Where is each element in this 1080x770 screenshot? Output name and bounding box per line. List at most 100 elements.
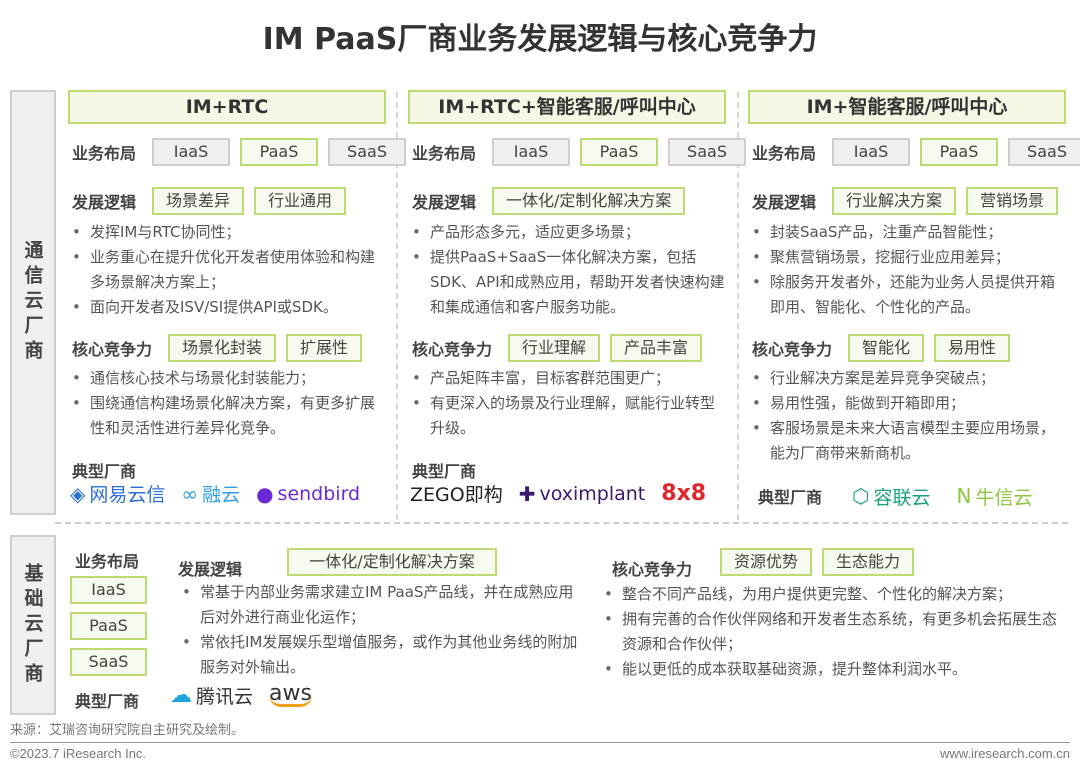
section-divider <box>55 522 1068 524</box>
column-divider <box>737 92 739 520</box>
vendors-label: 典型厂商 <box>758 488 823 507</box>
bullet-item: 有更深入的场景及行业理解，赋能行业转型升级。 <box>408 391 726 441</box>
column-header: IM+智能客服/呼叫中心 <box>748 90 1066 124</box>
logic-tag: 行业解决方案 <box>832 187 957 215</box>
bullet-item: 面向开发者及ISV/SI提供API或SDK。 <box>68 295 386 320</box>
layer-saas: SaaS <box>328 138 407 166</box>
layer-iaas: IaaS <box>70 576 147 604</box>
layer-saas: SaaS <box>668 138 747 166</box>
vendor-logo: ✚voximplant <box>518 481 646 506</box>
logo-icon: ∞ <box>181 481 199 506</box>
vendors-label: 典型厂商 <box>72 462 137 481</box>
core-tag: 行业理解 <box>508 334 601 362</box>
logic-points: 封装SaaS产品，注重产品智能性；聚焦营销场景，挖掘行业应用差异；除服务开发者外… <box>748 220 1066 320</box>
vendor-logo: ◈网易云信 <box>70 481 166 507</box>
layout-label: 业务布局 <box>72 144 137 163</box>
cloud-icon: ☁ <box>170 683 192 708</box>
core-label: 核心竞争力 <box>412 340 493 359</box>
bullet-item: 围绕通信构建场景化解决方案，有更多扩展性和灵活性进行差异化竞争。 <box>68 391 386 441</box>
column-header: IM+RTC <box>68 90 386 124</box>
layout-label: 业务布局 <box>412 144 477 163</box>
footer-copyright: ©2023.7 iResearch Inc. <box>10 746 147 761</box>
core-label: 核心竞争力 <box>612 560 693 579</box>
bullet-item: 除服务开发者外，还能为业务人员提供开箱即用、智能化、个性化的产品。 <box>748 270 1066 320</box>
vendor-logo: 8x8 <box>661 481 707 506</box>
layer-iaas: IaaS <box>832 138 911 166</box>
core-tag: 生态能力 <box>822 548 915 576</box>
layer-paas: PaaS <box>920 138 999 166</box>
column-header: IM+RTC+智能客服/呼叫中心 <box>408 90 726 124</box>
bullet-item: 拥有完善的合作伙伴网络和开发者生态系统，有更多机会拓展生态资源和合作伙伴； <box>600 607 1070 657</box>
bullet-item: 提供PaaS+SaaS一体化解决方案，包括SDK、API和成熟应用，帮助开发者快… <box>408 245 726 320</box>
core-points: 行业解决方案是差异竞争突破点；易用性强，能做到开箱即用；客服场景是未来大语言模型… <box>748 366 1066 466</box>
layer-paas: PaaS <box>70 612 147 640</box>
tencent-cloud-logo: ☁腾讯云 <box>170 683 254 708</box>
bottom-core-points: 整合不同产品线，为用户提供更完整、个性化的解决方案； 拥有完善的合作伙伴网络和开… <box>600 582 1070 682</box>
logo-icon: ◈ <box>70 481 86 506</box>
bottom-logic-points: 常基于内部业务需求建立IM PaaS产品线，并在成熟应用后对外进行商业化运作； … <box>178 580 588 680</box>
layer-saas: SaaS <box>70 648 147 676</box>
logic-tag: 行业通用 <box>254 187 347 215</box>
vendor-logos: ☁腾讯云 aws <box>170 682 312 709</box>
layer-paas: PaaS <box>580 138 659 166</box>
logic-tag: 一体化/定制化解决方案 <box>287 548 497 576</box>
bullet-item: 发挥IM与RTC协同性； <box>68 220 386 245</box>
aws-logo: aws <box>269 681 312 707</box>
vendor-logo: ⬡容联云 <box>852 484 931 509</box>
layer-saas: SaaS <box>1008 138 1080 166</box>
side-label-telecom-cloud: 通信云厂商 <box>10 90 56 515</box>
core-tag: 易用性 <box>934 334 1011 362</box>
core-tag: 扩展性 <box>286 334 363 362</box>
bullet-item: 产品形态多元，适应更多场景； <box>408 220 726 245</box>
layout-label: 业务布局 <box>75 552 140 571</box>
bullet-item: 业务重心在提升优化开发者使用体验和构建多场景解决方案上； <box>68 245 386 295</box>
core-tag: 产品丰富 <box>610 334 703 362</box>
bullet-item: 整合不同产品线，为用户提供更完整、个性化的解决方案； <box>600 582 1070 607</box>
logo-icon: ● <box>256 481 274 506</box>
core-tag: 智能化 <box>848 334 925 362</box>
layer-iaas: IaaS <box>152 138 231 166</box>
logo-icon: ⬡ <box>852 484 870 508</box>
core-points: 产品矩阵丰富，目标客群范围更广；有更深入的场景及行业理解，赋能行业转型升级。 <box>408 366 726 441</box>
bullet-item: 能以更低的成本获取基础资源，提升整体利润水平。 <box>600 657 1070 682</box>
vendor-logos: ◈网易云信 ∞融云 ●sendbird <box>70 480 360 507</box>
bullet-item: 聚焦营销场景，挖掘行业应用差异； <box>748 245 1066 270</box>
layer-paas: PaaS <box>240 138 319 166</box>
core-tag: 场景化封装 <box>168 334 277 362</box>
column-divider <box>396 92 398 520</box>
vendor-logo: ●sendbird <box>256 481 361 506</box>
side-label-base-cloud: 基础云厂商 <box>10 535 56 715</box>
core-label: 核心竞争力 <box>752 340 833 359</box>
logic-label: 发展逻辑 <box>178 560 243 579</box>
logo-icon: ✚ <box>518 481 536 506</box>
logic-label: 发展逻辑 <box>752 193 817 212</box>
vendor-logo: ZEGO即构 <box>410 484 503 506</box>
footer-website[interactable]: www.iresearch.com.cn <box>939 746 1070 761</box>
logic-label: 发展逻辑 <box>72 193 137 212</box>
bullet-item: 通信核心技术与场景化封装能力； <box>68 366 386 391</box>
core-tag: 资源优势 <box>720 548 813 576</box>
logic-label: 发展逻辑 <box>412 193 477 212</box>
vendor-logos: ZEGO即构 ✚voximplant 8x8 <box>410 480 706 507</box>
vendors-label: 典型厂商 <box>75 692 140 711</box>
logo-icon: N <box>956 484 972 508</box>
logic-tag: 一体化/定制化解决方案 <box>492 187 686 215</box>
source-note: 来源：艾瑞咨询研究院自主研究及绘制。 <box>10 723 245 738</box>
layout-label: 业务布局 <box>752 144 817 163</box>
footer-divider <box>10 742 1070 743</box>
bullet-item: 封装SaaS产品，注重产品智能性； <box>748 220 1066 245</box>
bullet-item: 客服场景是未来大语言模型主要应用场景，能为厂商带来新商机。 <box>748 416 1066 466</box>
bullet-item: 行业解决方案是差异竞争突破点； <box>748 366 1066 391</box>
bullet-item: 产品矩阵丰富，目标客群范围更广； <box>408 366 726 391</box>
vendors-label: 典型厂商 <box>412 462 477 481</box>
bullet-item: 常依托IM发展娱乐型增值服务，或作为其他业务线的附加服务对外输出。 <box>178 630 588 680</box>
page-title: IM PaaS厂商业务发展逻辑与核心竞争力 <box>262 22 818 57</box>
core-points: 通信核心技术与场景化封装能力；围绕通信构建场景化解决方案，有更多扩展性和灵活性进… <box>68 366 386 441</box>
core-label: 核心竞争力 <box>72 340 153 359</box>
bullet-item: 易用性强，能做到开箱即用； <box>748 391 1066 416</box>
vendor-logo: ∞融云 <box>181 481 241 507</box>
